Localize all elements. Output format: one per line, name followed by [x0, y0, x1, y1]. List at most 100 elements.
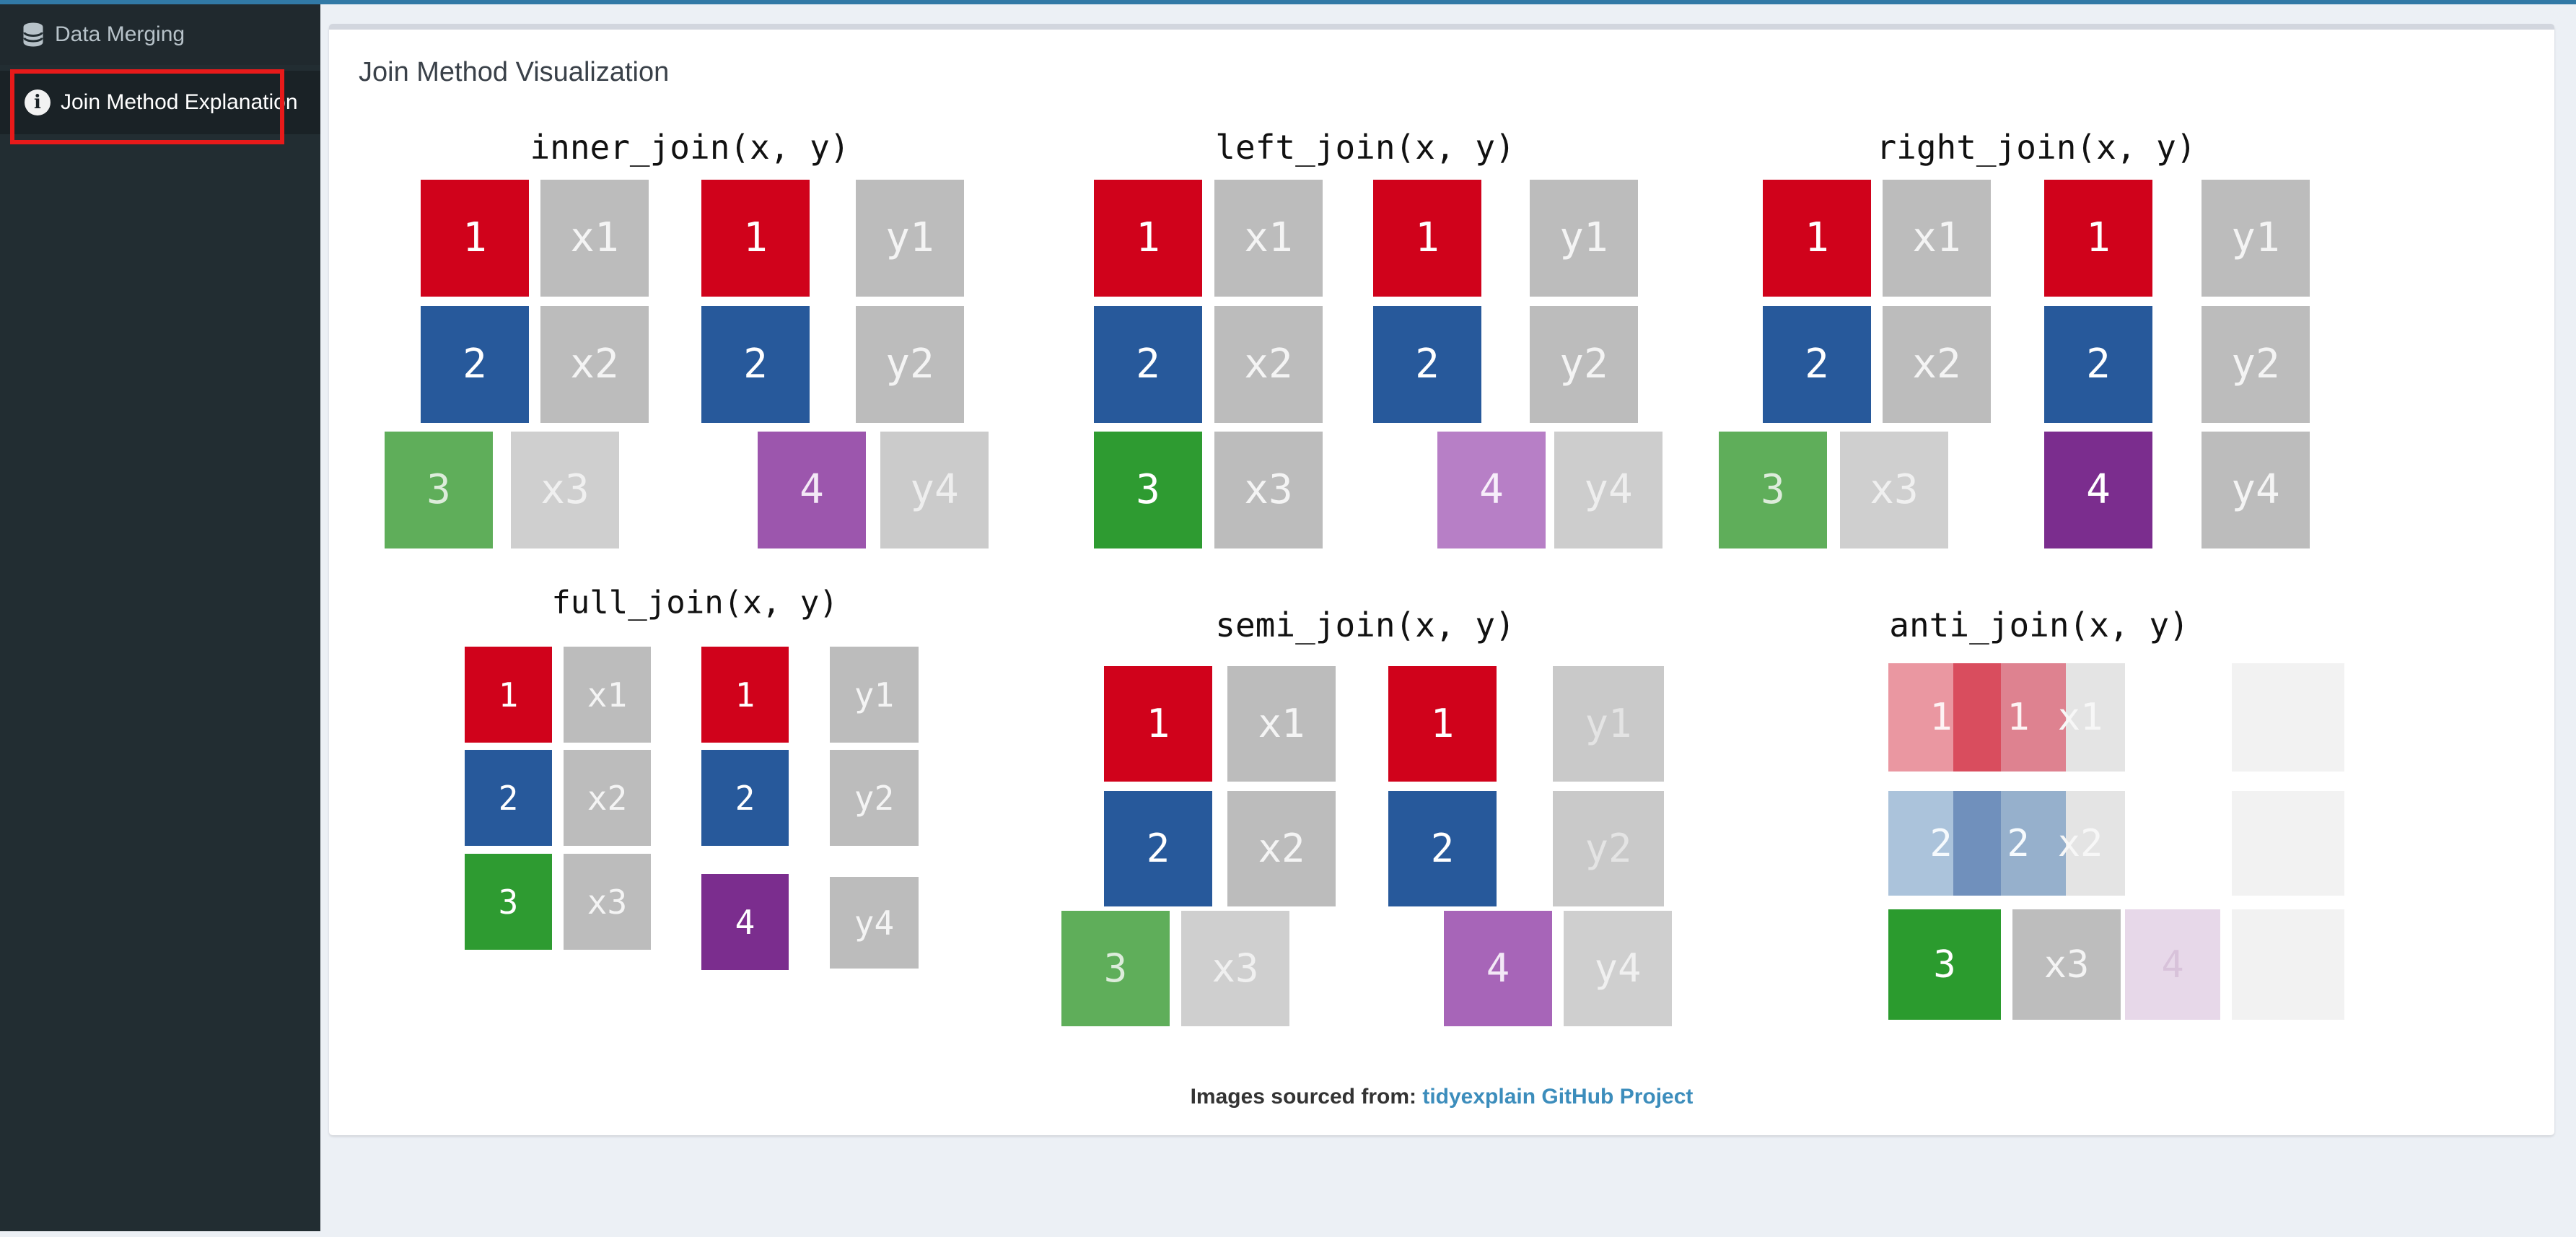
top-accent-bar	[0, 0, 2576, 4]
join-cell-full_join-x1: x1	[564, 647, 651, 743]
database-icon	[23, 22, 43, 47]
sidebar-item-label: Join Method Explanation	[61, 90, 298, 114]
panel-title-inner_join: inner_join(x, y)	[530, 128, 850, 167]
join-visualization-card: Join Method Visualization inner_join(x, …	[329, 24, 2554, 1135]
join-cell-anti_join	[2001, 791, 2066, 896]
join-cell-semi_join-1: 1	[1388, 666, 1497, 782]
join-cell-inner_join-y1: y1	[856, 180, 964, 297]
join-cell-full_join-4: 4	[701, 874, 789, 970]
image-source-note: Images sourced from: tidyexplain GitHub …	[329, 1085, 2554, 1109]
join-cell-anti_join	[1953, 791, 2001, 896]
join-cell-anti_join	[2232, 791, 2344, 896]
join-cell-anti_join-4: 4	[2125, 909, 2220, 1020]
join-cell-anti_join-3: 3	[1888, 909, 2001, 1020]
join-cell-right_join-3: 3	[1719, 432, 1827, 548]
join-cell-semi_join-y1: y1	[1553, 666, 1664, 782]
join-cell-anti_join	[1953, 663, 2001, 772]
join-cell-left_join-y2: y2	[1530, 306, 1638, 423]
join-cell-anti_join	[1888, 663, 2001, 772]
join-cell-semi_join-2: 2	[1104, 791, 1212, 906]
join-cell-left_join-4: 4	[1437, 432, 1546, 548]
join-cell-anti_join-1: 1	[1929, 696, 1953, 739]
info-circle-icon: i	[25, 89, 51, 115]
join-cell-inner_join-2: 2	[421, 306, 529, 423]
join-cell-full_join-1: 1	[701, 647, 789, 743]
join-cell-right_join-x2: x2	[1883, 306, 1991, 423]
join-cell-anti_join-x3: x3	[2012, 909, 2121, 1020]
join-cell-left_join-x3: x3	[1214, 432, 1323, 548]
join-cell-inner_join-y4: y4	[880, 432, 989, 548]
join-cell-left_join-x2: x2	[1214, 306, 1323, 423]
join-cell-right_join-4: 4	[2044, 432, 2152, 548]
join-cell-full_join-1: 1	[465, 647, 552, 743]
join-cell-inner_join-3: 3	[385, 432, 493, 548]
join-cell-right_join-x3: x3	[1840, 432, 1948, 548]
join-cell-anti_join-2: 2	[2007, 821, 2030, 865]
sidebar: Data Merging i Join Method Explanation	[0, 4, 320, 1231]
join-cell-semi_join-1: 1	[1104, 666, 1212, 782]
join-cell-left_join-2: 2	[1373, 306, 1481, 423]
join-cell-inner_join-x1: x1	[540, 180, 649, 297]
panel-title-right_join: right_join(x, y)	[1876, 128, 2196, 167]
join-cell-left_join-y1: y1	[1530, 180, 1638, 297]
join-cell-semi_join-3: 3	[1061, 911, 1170, 1026]
join-cell-right_join-1: 1	[2044, 180, 2152, 297]
join-cell-anti_join	[2232, 909, 2344, 1020]
join-cell-anti_join-2: 2	[1929, 821, 1953, 865]
join-cell-inner_join-2: 2	[701, 306, 810, 423]
join-cell-left_join-1: 1	[1094, 180, 1202, 297]
join-cell-inner_join-y2: y2	[856, 306, 964, 423]
join-cell-inner_join-1: 1	[421, 180, 529, 297]
join-cell-full_join-3: 3	[465, 854, 552, 950]
card-title: Join Method Visualization	[359, 57, 670, 87]
panel-title-full_join: full_join(x, y)	[551, 584, 838, 621]
join-cell-semi_join-x3: x3	[1181, 911, 1289, 1026]
tidyexplain-link[interactable]: tidyexplain GitHub Project	[1422, 1085, 1694, 1109]
join-cell-inner_join-x3: x3	[511, 432, 619, 548]
join-cell-left_join-y4: y4	[1554, 432, 1662, 548]
join-cell-anti_join-1: 1	[2007, 696, 2030, 739]
panel-title-semi_join: semi_join(x, y)	[1215, 606, 1515, 644]
sidebar-item-join-method-explanation[interactable]: i Join Method Explanation	[0, 71, 320, 134]
join-cell-semi_join-y2: y2	[1553, 791, 1664, 906]
join-cell-right_join-1: 1	[1763, 180, 1871, 297]
join-cell-left_join-1: 1	[1373, 180, 1481, 297]
join-cell-inner_join-4: 4	[758, 432, 866, 548]
join-cell-right_join-2: 2	[2044, 306, 2152, 423]
join-cell-semi_join-x2: x2	[1227, 791, 1336, 906]
join-cell-right_join-y4: y4	[2202, 432, 2310, 548]
join-cell-full_join-x2: x2	[564, 750, 651, 846]
join-cell-right_join-2: 2	[1763, 306, 1871, 423]
join-cell-semi_join-2: 2	[1388, 791, 1497, 906]
join-cell-semi_join-x1: x1	[1227, 666, 1336, 782]
join-cell-semi_join-4: 4	[1444, 911, 1552, 1026]
join-cell-anti_join	[2001, 663, 2066, 772]
image-source-prefix: Images sourced from:	[1190, 1085, 1416, 1109]
join-cell-anti_join	[2066, 663, 2125, 772]
join-cell-semi_join-y4: y4	[1564, 911, 1672, 1026]
sidebar-brand[interactable]: Data Merging	[0, 4, 320, 65]
join-cell-anti_join	[2066, 791, 2125, 896]
panel-title-anti_join: anti_join(x, y)	[1889, 606, 2189, 644]
join-cell-right_join-y1: y1	[2202, 180, 2310, 297]
join-cell-anti_join-x2: x2	[2057, 821, 2103, 865]
join-cell-anti_join	[1888, 791, 2001, 896]
join-cell-inner_join-x2: x2	[540, 306, 649, 423]
join-cell-anti_join	[2232, 663, 2344, 772]
join-cell-full_join-2: 2	[465, 750, 552, 846]
join-cell-right_join-y2: y2	[2202, 306, 2310, 423]
join-cell-full_join-x3: x3	[564, 854, 651, 950]
join-cell-inner_join-1: 1	[701, 180, 810, 297]
join-cell-full_join-y4: y4	[830, 877, 919, 969]
sidebar-brand-label: Data Merging	[55, 22, 185, 46]
join-cell-full_join-y1: y1	[830, 647, 919, 743]
panel-title-left_join: left_join(x, y)	[1215, 128, 1515, 167]
join-cell-left_join-x1: x1	[1214, 180, 1323, 297]
join-cell-left_join-3: 3	[1094, 432, 1202, 548]
join-cell-right_join-x1: x1	[1883, 180, 1991, 297]
join-cell-full_join-y2: y2	[830, 750, 919, 846]
join-cell-anti_join-x1: x1	[2057, 696, 2103, 739]
join-cell-full_join-2: 2	[701, 750, 789, 846]
join-cell-left_join-2: 2	[1094, 306, 1202, 423]
